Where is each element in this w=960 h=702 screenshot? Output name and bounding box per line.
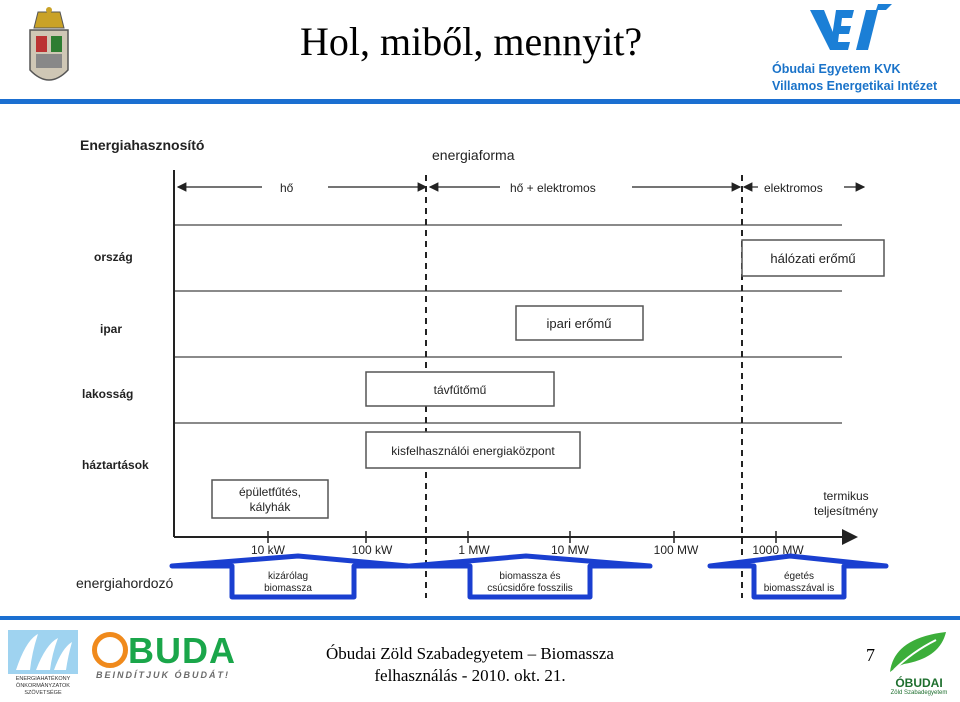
page-title: Hol, miből, mennyit?	[300, 19, 643, 64]
obuda-word: BUDA	[128, 630, 236, 671]
footer-divider	[0, 616, 960, 620]
carrier-3-line-1: égetés	[784, 571, 814, 582]
box-tavfutomu	[365, 371, 555, 407]
obuda-logo-icon	[92, 632, 128, 668]
box-ipari-eromu	[515, 305, 644, 341]
y-axis-title: Energiahasznosító	[80, 137, 204, 153]
page-number: 7	[866, 645, 875, 665]
box-halozati-eromu	[741, 239, 885, 277]
x-tick-label: 10 MW	[551, 543, 590, 557]
obuda-slogan: BEINDÍTJUK ÓBUDÁT!	[96, 670, 230, 680]
carrier-shape-3	[707, 553, 889, 600]
carrier-3-line-2: biomasszával is	[764, 583, 835, 594]
green-logo-sub: Zöld Szabadegyetem	[890, 690, 948, 696]
box-ipari-eromu-label: ipari erőmű	[546, 316, 611, 331]
energy-diagram: Energiahasznosító energiaforma hő hő + e…	[76, 137, 889, 600]
row-label-lakossag: lakosság	[82, 387, 133, 401]
carrier-1-line-1: kizárólag	[268, 571, 308, 582]
energy-association-logo-icon	[8, 630, 78, 674]
header-divider	[0, 99, 960, 104]
green-leaf-logo-icon	[890, 632, 946, 672]
box-kisfelhasznaloi	[365, 431, 581, 469]
form-label-heat-electric: hő + elektromos	[510, 181, 596, 195]
row-label-ipar: ipar	[100, 322, 122, 336]
energy-association-name-2: ÖNKORMÁNYZATOK	[16, 683, 70, 689]
x-ticks	[267, 531, 777, 543]
carrier-1-line-2: biomassza	[264, 583, 312, 594]
x-tick-label: 100 kW	[352, 543, 393, 557]
green-logo-name: ÓBUDAI	[895, 676, 943, 690]
x-tick-label: 100 MW	[654, 543, 699, 557]
carrier-2-line-2: csúcsidőre fosszilis	[487, 583, 573, 594]
coat-of-arms-icon	[29, 7, 69, 81]
energy-form-title: energiaforma	[432, 147, 515, 163]
institute-line-1: Óbudai Egyetem KVK	[772, 62, 901, 76]
x-axis-title-1: termikus	[823, 489, 868, 503]
vei-logo-icon	[810, 4, 892, 50]
carrier-shape-2	[407, 553, 653, 600]
x-tick-label: 1 MW	[458, 543, 490, 557]
box-kisfelhasznaloi-label: kisfelhasználói energiaközpont	[391, 444, 555, 458]
box-tavfutomu-label: távfűtőmű	[434, 383, 487, 397]
carrier-shape-1	[169, 553, 411, 600]
box-epuletfutes-label-2: kályhák	[250, 500, 292, 514]
energy-association-name-3: SZÖVETSÉGE	[24, 690, 62, 696]
box-epuletfutes-label-1: épületfűtés,	[239, 485, 301, 499]
form-label-electric: elektromos	[764, 181, 823, 195]
x-tick-label: 10 kW	[251, 543, 286, 557]
x-tick-label: 1000 MW	[752, 543, 804, 557]
footer-line-1: Óbudai Zöld Szabadegyetem – Biomassza	[326, 644, 614, 663]
carrier-2-line-1: biomassza és	[499, 571, 560, 582]
row-label-orszag: ország	[94, 250, 133, 264]
energy-association-name-1: ENERGIAHATÉKONY	[15, 676, 71, 682]
x-axis-title-2: teljesítmény	[814, 504, 878, 518]
form-label-heat: hő	[280, 181, 294, 195]
box-halozati-eromu-label: hálózati erőmű	[770, 251, 855, 266]
footer-line-2: felhasználás - 2010. okt. 21.	[374, 666, 566, 685]
carrier-title: energiahordozó	[76, 575, 174, 591]
box-epuletfutes	[211, 479, 329, 519]
row-label-haztartasok: háztartások	[82, 458, 149, 472]
institute-line-2: Villamos Energetikai Intézet	[772, 79, 938, 93]
